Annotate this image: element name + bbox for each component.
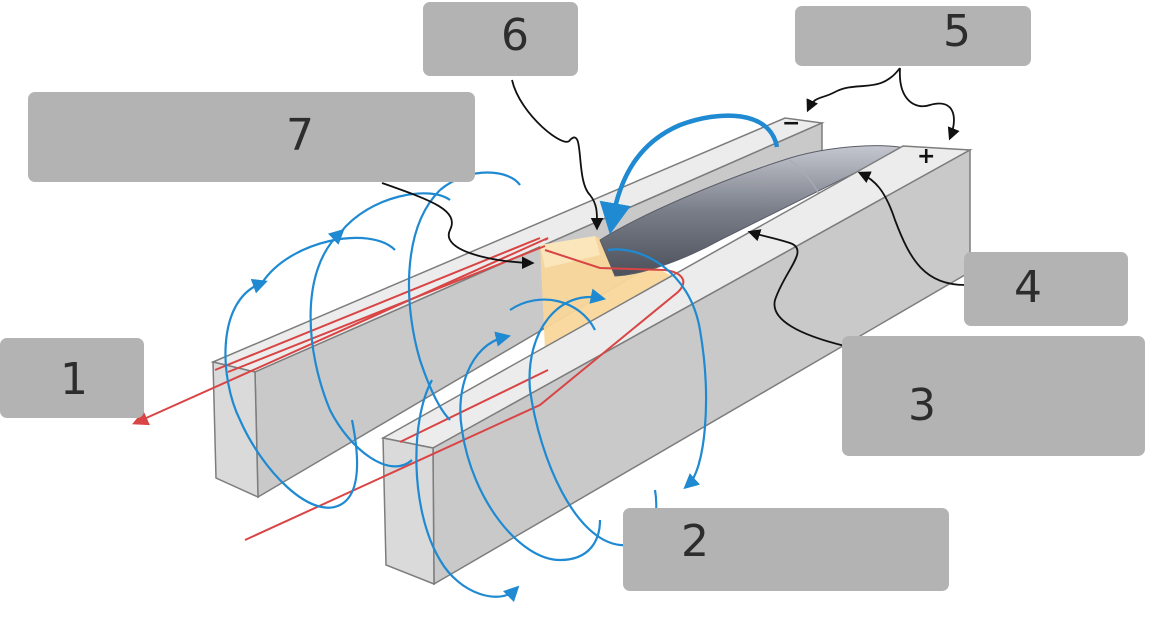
field-loop-back-2 <box>339 192 451 234</box>
left-rail-end <box>212 361 259 499</box>
positive-terminal-sign: + <box>917 144 935 169</box>
label-6: 6 <box>501 10 529 61</box>
current-left-rail-line <box>214 237 541 371</box>
label-2: 2 <box>681 516 709 567</box>
current-in <box>244 249 685 541</box>
leader-lines <box>381 67 966 347</box>
negative-terminal-sign: − <box>782 111 800 136</box>
field-loop-1 <box>224 278 359 509</box>
current-path <box>132 237 685 541</box>
right-rail-end <box>382 437 435 586</box>
field-loop-3 <box>407 189 451 421</box>
label-box-5: 5 <box>795 6 1031 66</box>
field-lines-front <box>224 189 708 602</box>
current-arc-arrow <box>599 113 780 235</box>
label-box-4: 4 <box>964 252 1128 326</box>
label-box-6: 6 <box>423 2 578 76</box>
label-box-1: 1 <box>0 338 144 418</box>
leader-line-4 <box>857 171 966 286</box>
current-out <box>132 237 549 426</box>
leader-line-5a <box>806 67 901 113</box>
field-loop-5 <box>415 379 520 602</box>
label-4: 4 <box>1014 262 1042 313</box>
field-loop-back-3 <box>439 171 521 191</box>
label-box-2: 2 <box>623 508 949 591</box>
leader-line-7 <box>381 182 535 270</box>
label-box-3: 3 <box>842 336 1145 456</box>
label-7: 7 <box>286 110 314 161</box>
field-loop-8 <box>509 298 596 331</box>
label-5: 5 <box>943 6 971 57</box>
leader-line-6 <box>511 79 604 231</box>
label-3: 3 <box>908 380 936 431</box>
label-1: 1 <box>60 354 88 405</box>
field-loop-2 <box>309 228 413 468</box>
label-box-7: 7 <box>28 92 475 182</box>
leader-line-3 <box>747 229 846 347</box>
field-loop-4 <box>459 331 602 562</box>
field-loop-7 <box>607 248 708 490</box>
leader-line-5b <box>899 67 960 141</box>
